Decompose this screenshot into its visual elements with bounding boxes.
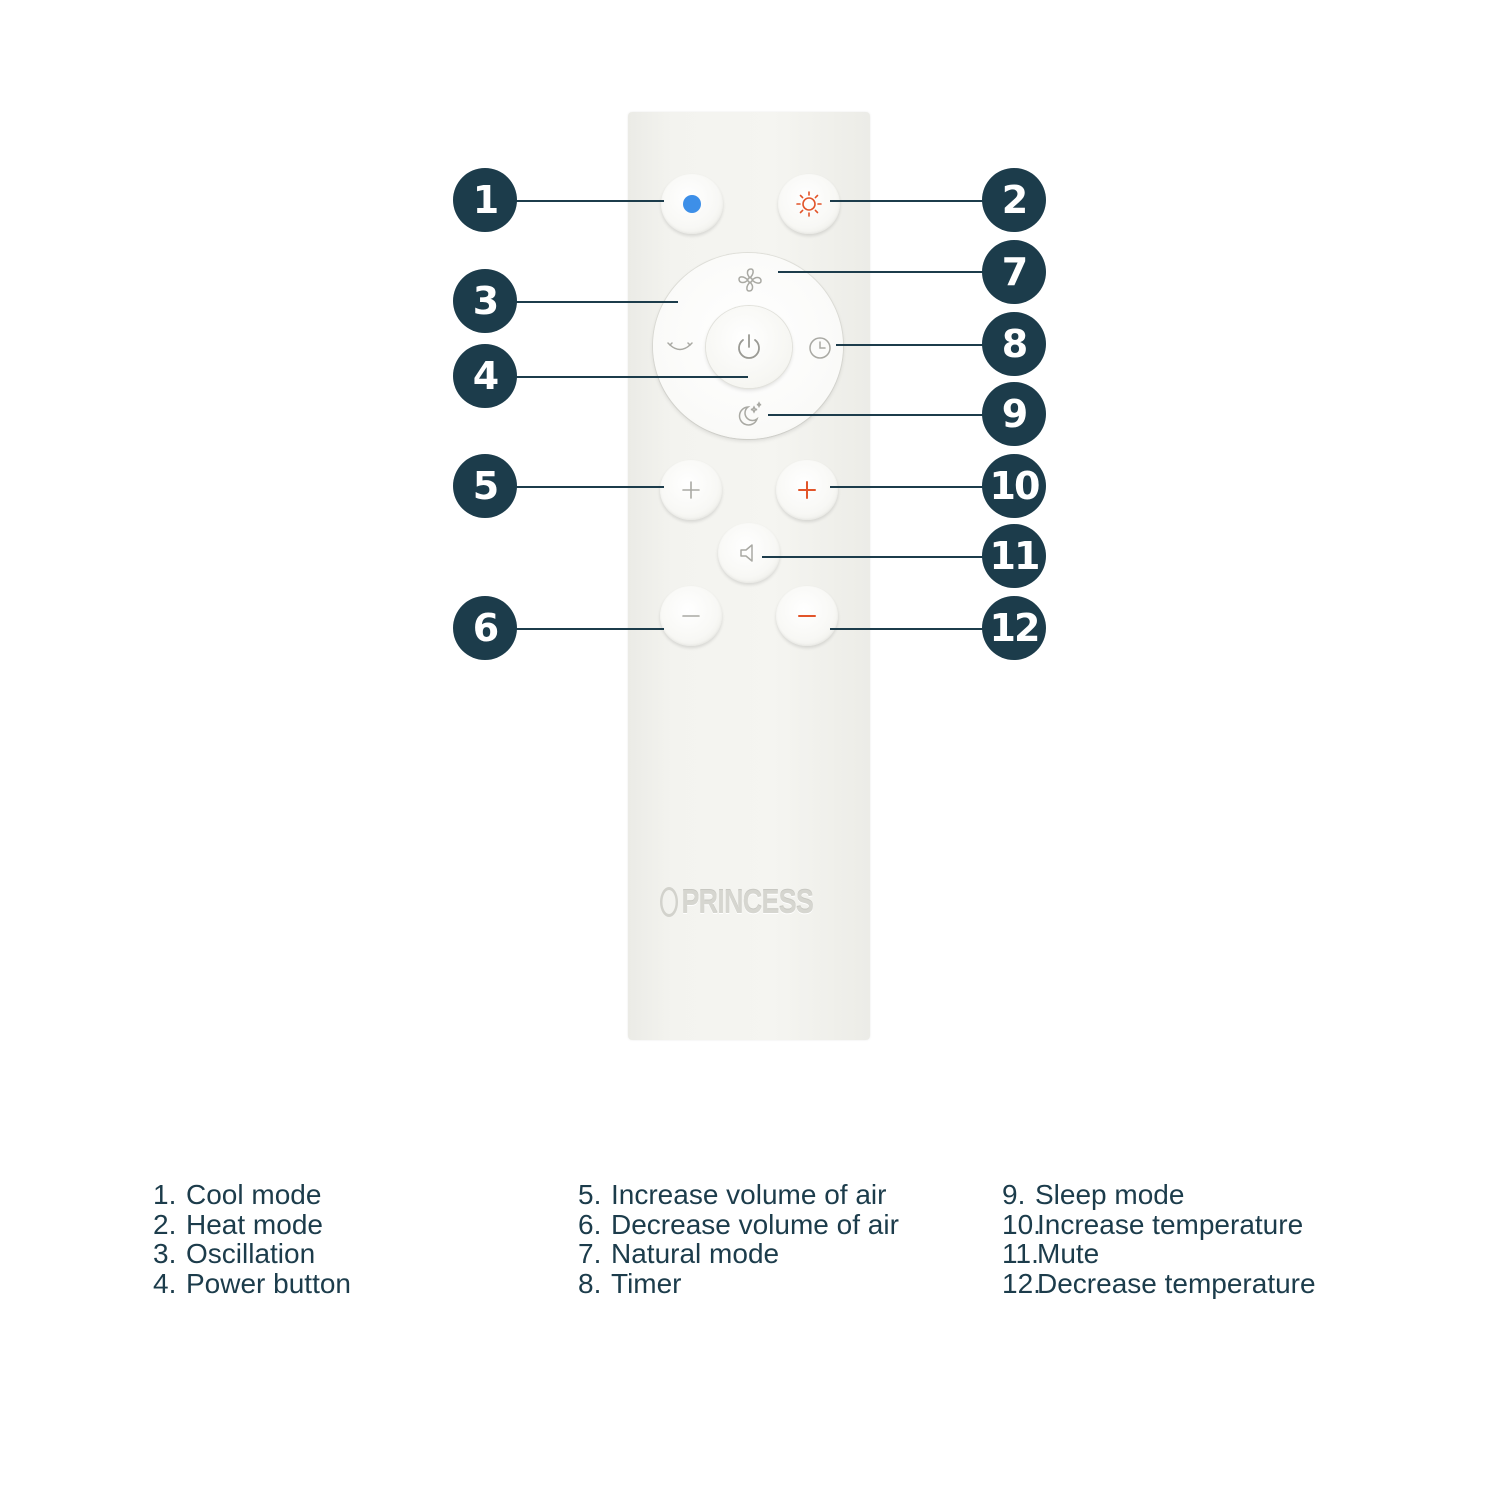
- cool-mode-button[interactable]: [661, 174, 723, 234]
- plus-icon: [682, 481, 700, 499]
- natural-mode-button[interactable]: [733, 265, 767, 295]
- decrease-air-button[interactable]: [660, 586, 722, 646]
- callout-4: 4: [453, 344, 517, 408]
- callout-9: 9: [982, 382, 1046, 446]
- clock-icon: [809, 337, 831, 359]
- brand-logo: PRINCESS: [660, 882, 814, 922]
- callout-11: 11: [982, 524, 1046, 588]
- legend-number: 7.: [578, 1238, 602, 1269]
- moon-stars-icon: [738, 401, 762, 426]
- callout-5: 5: [453, 454, 517, 518]
- speaker-icon: [740, 544, 753, 562]
- leader-line-1: [516, 200, 664, 202]
- callout-7: 7: [982, 240, 1046, 304]
- legend-label: Timer: [611, 1267, 682, 1299]
- legend-label: Cool mode: [186, 1179, 322, 1210]
- legend-number: 11.: [1002, 1238, 1039, 1269]
- legend-number: 6.: [578, 1208, 602, 1240]
- heat-mode-button[interactable]: [778, 174, 840, 234]
- legend-number: 3.: [153, 1238, 177, 1269]
- legend-label: Natural mode: [611, 1238, 780, 1269]
- callout-1: 1: [453, 168, 517, 232]
- brand-name: PRINCESS: [681, 883, 814, 920]
- leader-line-2: [830, 200, 984, 202]
- legend-number: 8.: [578, 1267, 602, 1299]
- legend-label: Heat mode: [186, 1208, 323, 1240]
- callout-6: 6: [453, 596, 517, 660]
- leader-line-6: [516, 628, 664, 630]
- legend-label: Decrease temperature: [1037, 1267, 1316, 1299]
- legend-item: 10.Increase temperature: [1002, 1208, 1316, 1240]
- increase-air-button[interactable]: [660, 460, 722, 520]
- legend-item: 11.Mute: [1002, 1239, 1316, 1269]
- cool-dot-icon: [683, 195, 701, 213]
- sun-icon: [796, 191, 822, 217]
- plus-icon: [798, 481, 816, 499]
- legend-number: 5.: [578, 1179, 602, 1210]
- legend-number: 1.: [153, 1179, 177, 1210]
- legend-number: 4.: [153, 1267, 177, 1299]
- legend-label: Increase volume of air: [611, 1179, 887, 1210]
- legend-item: 5. Increase volume of air: [578, 1180, 899, 1210]
- legend-item: 9. Sleep mode: [1002, 1180, 1316, 1210]
- callout-2: 2: [982, 168, 1046, 232]
- callout-8: 8: [982, 312, 1046, 376]
- decrease-temperature-button[interactable]: [776, 586, 838, 646]
- leader-line-5: [516, 486, 664, 488]
- legend-item: 6. Decrease volume of air: [578, 1208, 899, 1240]
- legend-number: 2.: [153, 1208, 177, 1240]
- legend-label: Decrease volume of air: [611, 1208, 899, 1240]
- mute-button[interactable]: [718, 523, 780, 583]
- legend-number: 9.: [1002, 1179, 1026, 1210]
- legend-item: 12.Decrease temperature: [1002, 1267, 1316, 1299]
- legend-number: 12.: [1002, 1267, 1041, 1299]
- legend-item: 3. Oscillation: [153, 1239, 351, 1269]
- legend-column-1: 1. Cool mode 2. Heat mode 3. Oscillation 4.…: [153, 1180, 351, 1298]
- oscillation-icon: [667, 342, 693, 351]
- leader-line-3: [516, 301, 678, 303]
- legend-column-2: 5. Increase volume of air 6. Decrease volu…: [578, 1180, 899, 1298]
- legend-item: 1. Cool mode: [153, 1180, 351, 1210]
- leader-line-9: [768, 414, 984, 416]
- callout-3: 3: [453, 269, 517, 333]
- legend-item: 7. Natural mode: [578, 1239, 899, 1269]
- leader-line-8: [836, 344, 984, 346]
- sleep-mode-button[interactable]: [733, 399, 767, 431]
- callout-10: 10: [982, 454, 1046, 518]
- legend-label: Mute: [1037, 1238, 1100, 1269]
- legend-item: 2. Heat mode: [153, 1208, 351, 1240]
- leader-line-11: [762, 556, 984, 558]
- leader-line-10: [830, 486, 984, 488]
- legend-label: Sleep mode: [1035, 1179, 1185, 1210]
- leader-line-4: [516, 376, 748, 378]
- power-icon: [738, 334, 760, 359]
- fan-icon: [738, 268, 762, 292]
- callout-12: 12: [982, 596, 1046, 660]
- legend-column-3: 9. Sleep mode 10.Increase temperature 11.…: [1002, 1180, 1316, 1298]
- brand-emblem-icon: [660, 887, 679, 917]
- power-button[interactable]: [706, 306, 792, 388]
- legend-number: 10.: [1002, 1208, 1041, 1240]
- leader-line-12: [830, 628, 984, 630]
- leader-line-7: [778, 271, 984, 273]
- timer-button[interactable]: [803, 331, 837, 365]
- minus-icon: [682, 615, 700, 617]
- oscillation-button[interactable]: [663, 333, 697, 363]
- legend-item: 4. Power button: [153, 1267, 351, 1299]
- legend-item: 8. Timer: [578, 1267, 899, 1299]
- legend-label: Power button: [186, 1267, 351, 1299]
- legend-label: Increase temperature: [1037, 1208, 1304, 1240]
- minus-icon: [798, 615, 816, 617]
- legend-label: Oscillation: [186, 1238, 316, 1269]
- increase-temperature-button[interactable]: [776, 460, 838, 520]
